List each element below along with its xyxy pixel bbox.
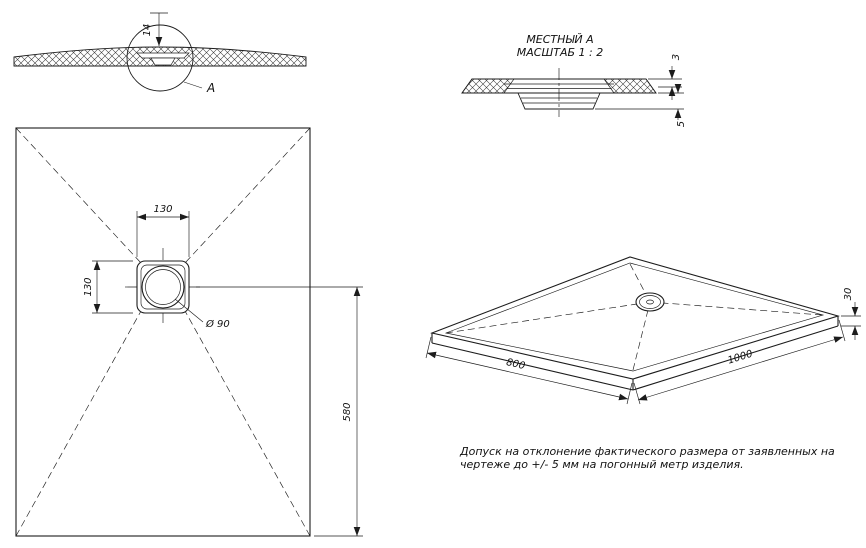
detail-callout-circle [126, 24, 194, 92]
ext-line [626, 382, 633, 405]
ext-line [633, 382, 641, 405]
iso-slope-line [649, 301, 823, 316]
drain-flange-outer [136, 260, 190, 314]
detail-view: МЕСТНЫЙ А МАСШТАБ 1 : 2 3 5 [461, 33, 687, 127]
slope-line [15, 127, 142, 264]
detail-leader-line [183, 81, 203, 89]
drain-cover-section [136, 52, 190, 59]
dim-drain-width-130: 130 [136, 204, 190, 257]
hatched-left-end [461, 78, 515, 94]
tolerance-note: Допуск на отклонение фактического размер… [459, 445, 835, 471]
tray-outline [15, 127, 311, 537]
iso-top-face [430, 256, 840, 380]
drain-circle-outer [141, 265, 185, 309]
drain-circle-inner [145, 269, 181, 305]
dim-text-5: 5 [676, 121, 687, 127]
dim-drain-offset-580: 580 [196, 286, 363, 537]
dim-text-130w: 130 [153, 204, 172, 215]
dim-thickness-14: 14 [142, 12, 168, 46]
dim-text-diameter: Ø 90 [205, 318, 230, 330]
dim-text-580: 580 [342, 402, 353, 421]
drain-body-section [150, 57, 176, 66]
plan-view: 130 130 Ø 90 580 [15, 127, 363, 537]
iso-slope-line [632, 301, 651, 371]
slope-line [15, 310, 142, 537]
dim-top-3: 3 [648, 54, 682, 100]
dim-line [426, 351, 629, 401]
tolerance-note-line1: Допуск на отклонение фактического размер… [459, 445, 835, 458]
slope-line [184, 310, 311, 537]
dim-line [637, 336, 844, 401]
isometric-view: 800 1000 30 [425, 256, 861, 405]
dim-text-800: 800 [505, 357, 526, 372]
dim-iso-30: 30 [841, 288, 861, 340]
detail-callout-label: A [206, 81, 215, 95]
tolerance-note-line2: чертеже до +/- 5 мм на погонный метр изд… [460, 458, 744, 471]
iso-slope-line [445, 301, 651, 334]
dim-drain-diameter: Ø 90 [174, 298, 230, 330]
ext-line [838, 319, 846, 342]
dim-text-3: 3 [671, 54, 682, 60]
dim-text-1000: 1000 [726, 349, 754, 367]
dim-drain-height-130: 130 [83, 260, 133, 314]
dim-text-14: 14 [142, 24, 153, 37]
drain-flange-inner [140, 264, 186, 310]
detail-view-scale: МАСШТАБ 1 : 2 [517, 46, 603, 59]
slope-line [184, 127, 311, 264]
detail-view-title: МЕСТНЫЙ А [526, 33, 593, 46]
dim-bottom-5: 5 [595, 84, 687, 127]
dim-text-130h: 130 [83, 277, 94, 296]
ext-line [425, 336, 432, 359]
iso-drain-center [646, 299, 654, 305]
iso-drain-inner [639, 295, 661, 309]
leader-line [174, 298, 204, 323]
dim-text-30: 30 [843, 288, 854, 301]
dim-iso-800: 800 [425, 336, 633, 405]
section-view: A 14 [13, 12, 307, 95]
